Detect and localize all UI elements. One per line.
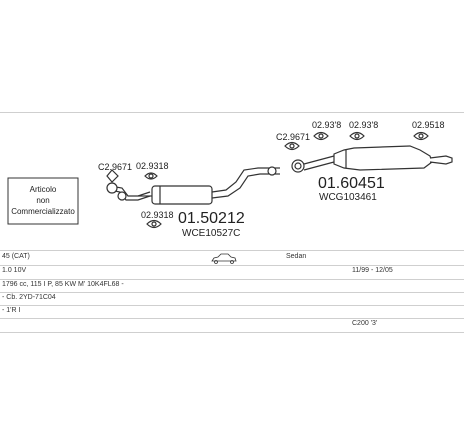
vehicle-engine: 1.0 10V [2, 267, 27, 274]
part-label-02938-b: 02.93'8 [349, 120, 378, 130]
part-label-02938-a: 02.93'8 [312, 120, 341, 130]
part-label-c29671-front: C2.9671 [98, 162, 132, 172]
part-label-029518: 02.9518 [412, 120, 445, 130]
note-line-2: non [36, 196, 49, 205]
hanger-mount-e [313, 131, 329, 141]
car-sedan-icon [211, 253, 237, 264]
vehicle-line-five: - 1'R I [2, 307, 21, 314]
middle-part-ref: WCE10527C [182, 228, 240, 239]
reference-code: C200 '3' [352, 320, 378, 327]
divider-row-3 [0, 292, 464, 293]
divider-row-5 [0, 318, 464, 319]
divider-row-1 [0, 265, 464, 266]
hanger-mount-f [349, 131, 365, 141]
vehicle-years: 11/99 - 12/05 [352, 267, 393, 274]
vehicle-spec: 1796 cc, 115 I P, 85 KW M' 10K4FL68 - [2, 281, 124, 288]
vehicle-body: Sedan [286, 253, 307, 260]
rear-silencer [303, 145, 453, 171]
divider-table-top [0, 250, 464, 251]
not-available-box: Articolo non Commercializzato [7, 177, 79, 225]
hanger-mount-a [106, 169, 119, 183]
divider-top [0, 112, 464, 113]
rear-part-ref: WCG103461 [319, 192, 377, 203]
part-label-029318-top: 02.9318 [136, 161, 169, 171]
divider-row-2 [0, 279, 464, 280]
middle-part-code: 01.50212 [178, 210, 245, 227]
hanger-mount-c [146, 219, 162, 229]
rear-part-code: 01.60451 [318, 175, 385, 192]
note-line-3: Commercializzato [11, 207, 75, 216]
connecting-pipe [267, 166, 280, 176]
vehicle-engine-code: - Cb. 2YD-71C04 [2, 294, 56, 301]
divider-row-4 [0, 305, 464, 306]
clamp-ring [291, 159, 305, 173]
front-pipe [106, 182, 151, 201]
hanger-mount-b [144, 172, 158, 180]
divider-bottom [0, 332, 464, 333]
part-label-c29671-rear: C2.9671 [276, 132, 310, 142]
hanger-mount-h [284, 141, 300, 151]
note-line-1: Articolo [30, 185, 57, 194]
part-label-029318-bottom: 02.9318 [141, 210, 174, 220]
hanger-mount-g [413, 131, 429, 141]
vehicle-model: 45 (CAT) [2, 253, 30, 260]
middle-silencer [138, 167, 268, 205]
